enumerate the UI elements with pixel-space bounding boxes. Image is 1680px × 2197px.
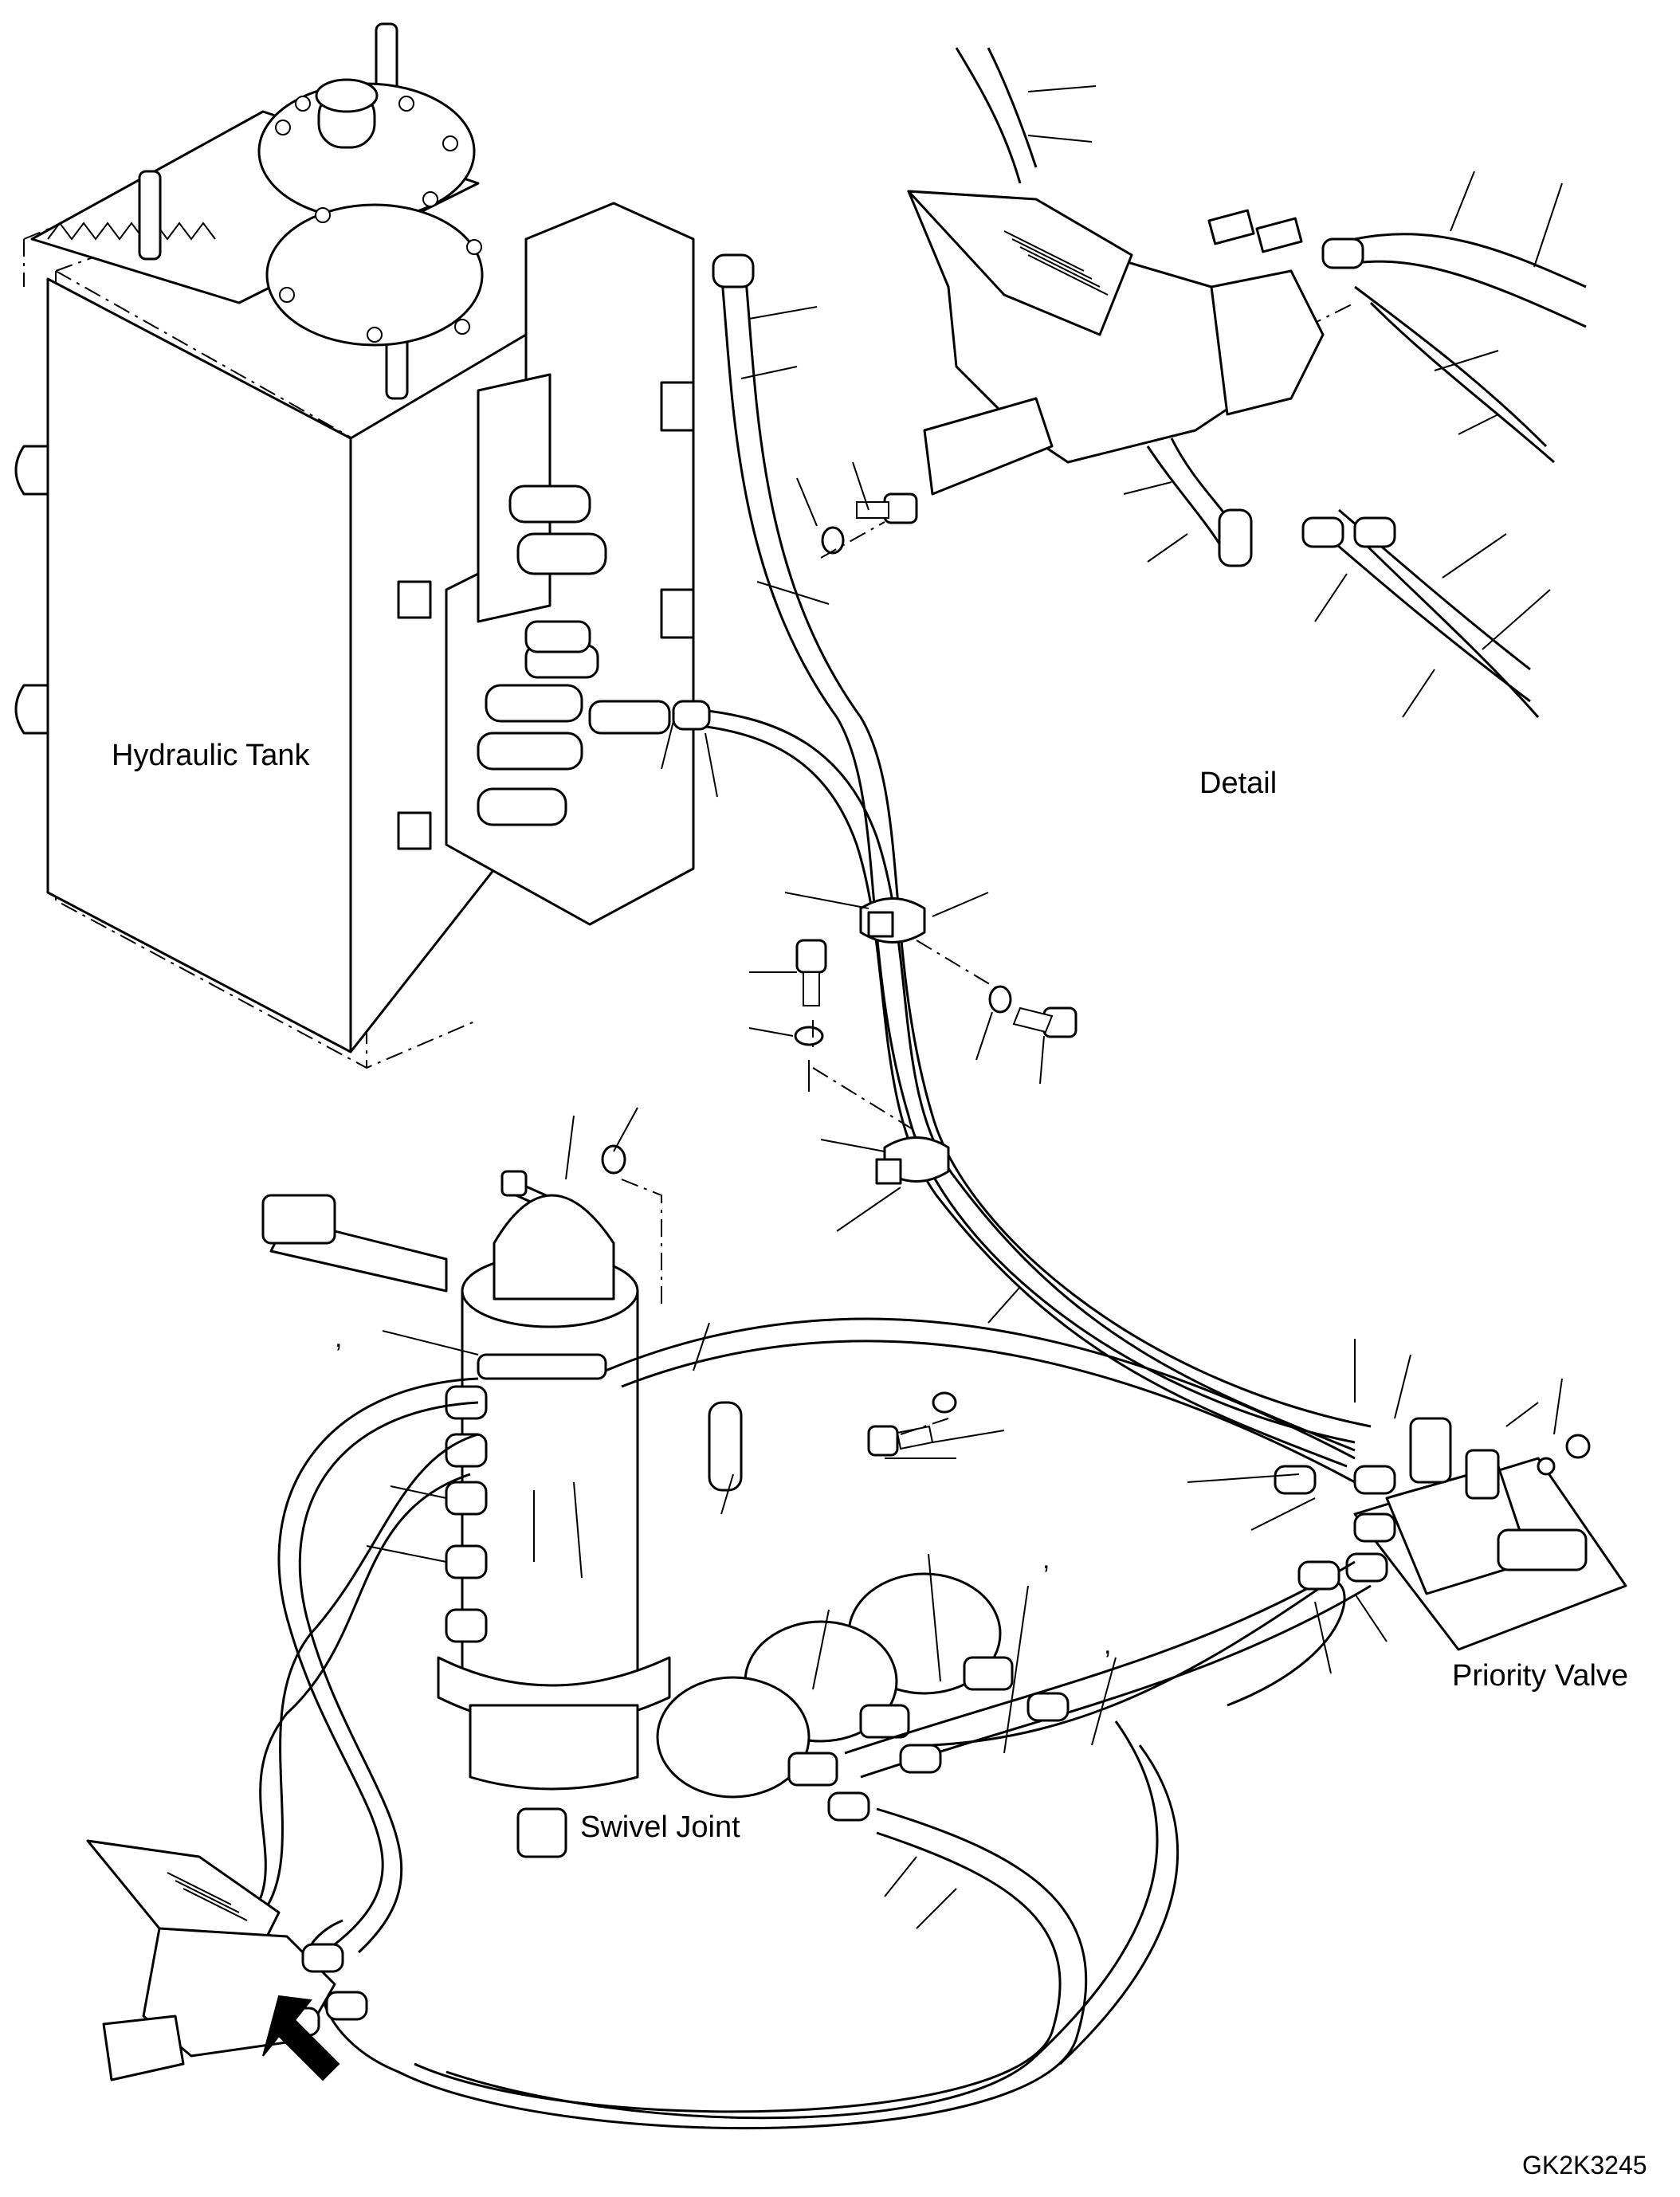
detail-valve-body (1210, 269, 1325, 416)
washer-4 (601, 1144, 626, 1175)
swivel-joint-body (461, 1289, 639, 1695)
swivel-joint-bottom (469, 1704, 639, 1791)
lower-hose-fitting-2 (899, 1744, 942, 1774)
spacer-pin (708, 1401, 743, 1492)
long-bolt-head (500, 1170, 528, 1197)
accumulator-port-3 (787, 1752, 838, 1787)
detail-pedal-hatching (1003, 230, 1109, 296)
hose-fitting-mid (672, 700, 711, 731)
swivel-joint-label: Swivel Joint (580, 1811, 740, 1844)
accumulator-port-2 (859, 1704, 910, 1739)
accumulator-port-1 (963, 1656, 1014, 1691)
priority-valve-fittings (1345, 1465, 1396, 1583)
lower-hose-fitting-1 (827, 1791, 870, 1822)
detail-elbow (1218, 508, 1253, 567)
bolt-3-shank (856, 501, 889, 519)
bolt-1-shank (803, 971, 820, 1006)
grating-teeth (47, 222, 216, 241)
priority-valve-solenoid-2 (1465, 1449, 1500, 1500)
valve-fittings (477, 485, 671, 826)
detail-base-bracket (923, 397, 1054, 496)
valve-port-blocks (397, 381, 695, 850)
hydraulic-tank (14, 22, 695, 1069)
tank-filler-cap-top (315, 78, 379, 113)
tank-post-2 (138, 170, 162, 261)
detail-pedal-lever (907, 190, 1133, 336)
priority-valve-nut (1565, 1434, 1591, 1459)
clamp-2-tab (875, 1158, 902, 1185)
hydraulic-tank-label: Hydraulic Tank (112, 739, 311, 772)
detail-connector-2 (1255, 217, 1303, 253)
detail-hose-end-1 (1301, 516, 1344, 548)
pedal-valve (86, 1839, 368, 2081)
priority-valve-washer (1537, 1457, 1556, 1476)
drawing-code: GK2K3245 (1522, 2151, 1647, 2179)
swivel-fittings (445, 1353, 607, 1643)
priority-valve (1345, 1417, 1627, 1651)
swivel-joint-connector (516, 1807, 567, 1858)
tank-cover-lower (265, 203, 484, 347)
accumulator-3 (656, 1676, 811, 1799)
washer-2 (988, 985, 1012, 1014)
lower-hose-fitting-3 (1026, 1692, 1070, 1722)
detail-connector-1 (1207, 209, 1255, 245)
bolt-1 (795, 939, 827, 974)
view-direction-arrow-icon (262, 1995, 340, 2081)
priority-valve-coil (1497, 1528, 1588, 1571)
tank-body (46, 277, 352, 1053)
detail-assembly (907, 47, 1587, 718)
accumulators (656, 1572, 1014, 1799)
hose-fitting-top (712, 253, 755, 288)
leader-lines (366, 85, 1563, 1929)
swivel-joint-plug (261, 1194, 336, 1245)
detail-hose-end-2 (1353, 516, 1396, 548)
clamp-1-tab (867, 911, 894, 938)
swivel-joint-dome (493, 1194, 615, 1301)
mark-comma-2: , (1042, 1544, 1050, 1575)
lower-hoses (238, 1317, 1372, 2130)
mark-comma-1: , (335, 1323, 342, 1353)
washer-5 (932, 1391, 957, 1414)
mark-comma-3: , (1104, 1630, 1111, 1660)
bolt-4 (867, 1425, 899, 1457)
washer-3 (821, 526, 845, 555)
detail-hose-end-3 (1321, 237, 1364, 269)
pedal-valve-hatching (167, 1872, 248, 1921)
bolt-2-shank (1012, 1006, 1054, 1034)
tank-handle-2 (14, 684, 49, 735)
hose-clamps (859, 897, 950, 1185)
detail-label: Detail (1199, 767, 1277, 800)
lower-hose-fitting-4 (1297, 1560, 1340, 1591)
lower-hose-fitting-5 (1274, 1465, 1317, 1495)
tank-handle-1 (14, 445, 49, 496)
washer-1 (794, 1026, 824, 1046)
priority-valve-label: Priority Valve (1452, 1659, 1628, 1693)
tank-cover-bolts (275, 96, 482, 343)
pedal-valve-bracket (102, 2015, 185, 2081)
swivel-joint (261, 1194, 671, 1858)
priority-valve-solenoid-1 (1409, 1417, 1452, 1484)
